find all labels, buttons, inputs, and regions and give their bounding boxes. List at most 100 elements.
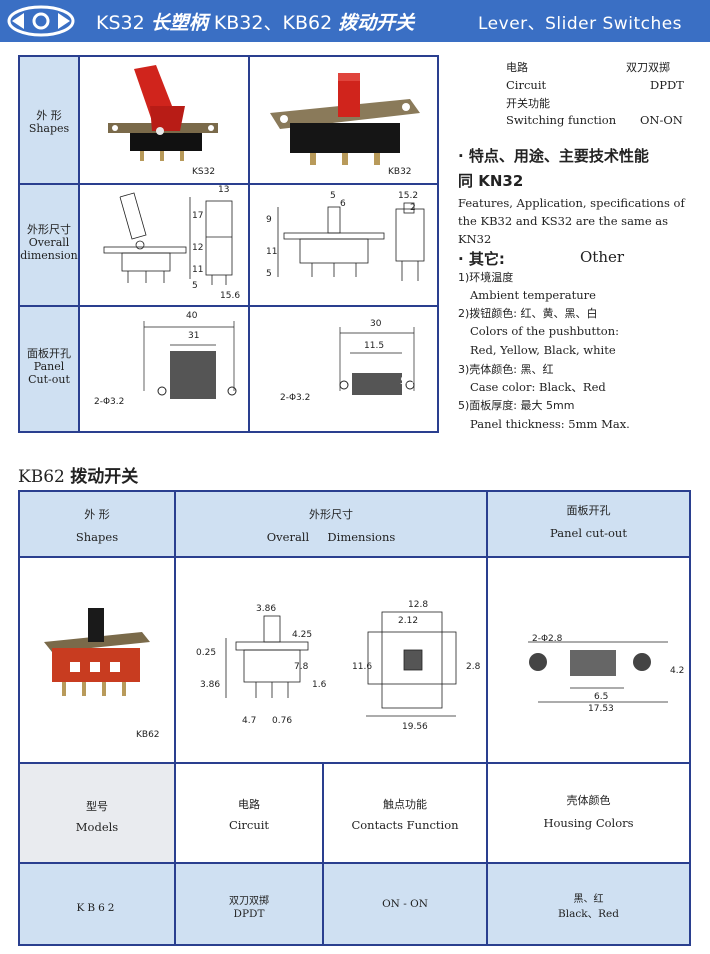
circuit-cn: 电路 bbox=[506, 61, 528, 74]
kb62-model-value-cell: KB62 bbox=[19, 863, 175, 945]
ks32-cutout-drawing bbox=[143, 321, 237, 399]
function-en: Switching function bbox=[506, 113, 617, 127]
other-1-cn: 1)环境温度 bbox=[458, 271, 514, 284]
kb32-dim-w4: 2 bbox=[410, 203, 416, 213]
kb62-dim2-h: 11.6 bbox=[352, 662, 373, 672]
ks32-cut-h: 19.5 bbox=[220, 373, 241, 383]
kb62-col-shapes-header: 外 形 Shapes bbox=[19, 491, 175, 557]
kb62-section-title: KB62 拨动开关 bbox=[18, 467, 139, 487]
kb62-photo-cell: KB62 bbox=[19, 557, 175, 763]
kb32-cut-h: 5.5 bbox=[400, 377, 415, 387]
kb62-dim-f: 4.7 bbox=[242, 716, 257, 726]
kb62-dim2-w: 12.8 bbox=[408, 600, 429, 610]
other-3-cn: 3)壳体颜色: 黑、红 bbox=[458, 363, 554, 376]
kb32-photo-cell: KB32 bbox=[249, 56, 438, 184]
kb62-circuit-value-cell: 双刀双掷 DPDT bbox=[175, 863, 323, 945]
header-title: KS32 长塑柄 KB32、KB62 拨动开关 bbox=[96, 12, 415, 34]
other-3-en: Case color: Black、Red bbox=[470, 380, 606, 394]
features-en-1: Features, Application, specifications of bbox=[458, 196, 685, 210]
page-header: KS32 长塑柄 KB32、KB62 拨动开关 Lever、Slider Swi… bbox=[0, 0, 710, 42]
other-2-cn: 2)拨钮颜色: 红、黄、黑、白 bbox=[458, 307, 598, 320]
other-title-cn: · 其它: bbox=[458, 250, 505, 268]
features-en-2: the KB32 and KS32 are the same as bbox=[458, 214, 669, 228]
kb62-cut-h: 4.2 bbox=[670, 666, 685, 676]
features-title: · 特点、用途、主要技术性能 bbox=[458, 147, 649, 165]
kb32-dim-h3: 5 bbox=[266, 269, 272, 279]
other-title-en: Other bbox=[580, 248, 625, 266]
kb62-cut-w: 17.53 bbox=[588, 704, 614, 714]
kb32-dim-w3: 15.2 bbox=[398, 191, 419, 201]
cutout-label-cell: 面板开孔 Panel Cut-out bbox=[19, 306, 79, 432]
kb32-dim-w2: 6 bbox=[340, 199, 346, 209]
kb62-color-value-cell: 黑、红 Black、Red bbox=[487, 863, 690, 945]
other-2-en-2: Red, Yellow, Black, white bbox=[470, 343, 616, 357]
ks32-dim-h4: 5 bbox=[192, 281, 198, 291]
kb32-cut-holes: 2-Φ3.2 bbox=[280, 393, 311, 403]
circuit-header-cell: 电路 Circuit bbox=[175, 763, 323, 863]
kb62-cutout-drawing bbox=[528, 641, 668, 703]
kb62-dim-top: 3.86 bbox=[256, 604, 277, 614]
circuit-value-cn: 双刀双掷 bbox=[626, 61, 670, 74]
kb32-dimension-drawing bbox=[277, 202, 425, 281]
kb62-col-dims-header: 外形尺寸 Overall Dimensions bbox=[175, 491, 487, 557]
circuit-en: Circuit bbox=[506, 78, 547, 92]
ks32-dim-h3: 11 bbox=[192, 265, 204, 275]
features-title-2: 同 KN32 bbox=[458, 172, 524, 190]
kb62-col-cutout-header: 面板开孔 Panel cut-out bbox=[487, 491, 690, 557]
kb32-cutout-drawing bbox=[339, 327, 415, 395]
shapes-label-cell: 外 形 Shapes bbox=[19, 56, 79, 184]
kb32-dim-w1: 5 bbox=[330, 191, 336, 201]
brand-logo-icon bbox=[7, 5, 75, 37]
kb62-cutout-cell: 2-Φ2.8 4.2 6.5 17.53 bbox=[487, 557, 690, 763]
kb62-dim-c: 7.8 bbox=[294, 662, 309, 672]
features-en-3: KN32 bbox=[458, 232, 492, 246]
kb62-dim2-s: 2.12 bbox=[398, 616, 419, 626]
other-4-cn: 5)面板厚度: 最大 5mm bbox=[458, 399, 575, 412]
kb62-switch-photo bbox=[44, 608, 150, 696]
kb32-dimension-cell: 5 6 15.2 2 9 11 5 bbox=[249, 184, 438, 306]
dimension-label-cell: 外形尺寸 Overall dimension bbox=[19, 184, 79, 306]
kb62-cut-holes: 2-Φ2.8 bbox=[532, 634, 563, 644]
header-english-title: Lever、Slider Switches bbox=[478, 14, 683, 34]
kb32-photo-label: KB32 bbox=[388, 167, 412, 177]
models-header-cell: 型号 Models bbox=[19, 763, 175, 863]
ks32-cut-holes: 2-Φ3.2 bbox=[94, 397, 125, 407]
circuit-value-en: DPDT bbox=[650, 78, 684, 92]
other-1-en: Ambient temperature bbox=[470, 288, 596, 302]
ks32-photo-cell: KS32 bbox=[79, 56, 249, 184]
ks32-dimension-cell: 13 17 12 11 5 15.6 bbox=[79, 184, 249, 306]
kb32-cut-inner: 11.5 bbox=[364, 341, 385, 351]
other-4-en: Panel thickness: 5mm Max. bbox=[470, 417, 630, 431]
kb62-dim2-r: 2.8 bbox=[466, 662, 481, 672]
function-value: ON-ON bbox=[640, 113, 683, 127]
function-header-cell: 触点功能 Contacts Function bbox=[323, 763, 487, 863]
ks32-dimension-drawing bbox=[103, 192, 233, 285]
kb32-dim-h2: 11 bbox=[266, 247, 278, 257]
top-spec-table: 外 形 Shapes KS32 KB32 外形尺寸 Overa bbox=[18, 55, 439, 433]
function-cn: 开关功能 bbox=[506, 97, 550, 110]
kb62-dim-e: 3.86 bbox=[200, 680, 221, 690]
housing-header-cell: 壳体颜色 Housing Colors bbox=[487, 763, 690, 863]
kb62-dimension-cell: 3.86 0.25 4.25 7.8 1.6 3.86 4.7 0.76 12.… bbox=[175, 557, 487, 763]
ks32-dim-h2: 12 bbox=[192, 243, 204, 253]
kb62-cut-inner: 6.5 bbox=[594, 692, 609, 702]
kb62-function-value-cell: ON - ON bbox=[323, 863, 487, 945]
kb32-dim-h1: 9 bbox=[266, 215, 272, 225]
kb32-switch-photo bbox=[270, 73, 420, 165]
kb62-table: 外 形 Shapes 外形尺寸 Overall Dimensions 面板开孔 … bbox=[18, 490, 691, 946]
ks32-dim-h1: 17 bbox=[192, 211, 204, 221]
ks32-cutout-cell: 40 31 19.5 2-Φ3.2 bbox=[79, 306, 249, 432]
ks32-cut-w: 40 bbox=[186, 311, 198, 321]
kb62-dim2-base: 19.56 bbox=[402, 722, 428, 732]
ks32-photo-label: KS32 bbox=[192, 167, 216, 177]
kb62-dim-a: 0.25 bbox=[196, 648, 217, 658]
kb32-cutout-cell: 30 11.5 5.5 2-Φ3.2 bbox=[249, 306, 438, 432]
kb62-dim-d: 1.6 bbox=[312, 680, 327, 690]
ks32-dim-base: 15.6 bbox=[220, 291, 241, 301]
ks32-cut-inner: 31 bbox=[188, 331, 200, 341]
other-2-en-1: Colors of the pushbutton: bbox=[470, 324, 619, 338]
kb62-dim-b: 4.25 bbox=[292, 630, 313, 640]
kb62-dim-g: 0.76 bbox=[272, 716, 293, 726]
kb32-cut-w: 30 bbox=[370, 319, 382, 329]
kb62-dimension-drawing bbox=[225, 611, 457, 717]
